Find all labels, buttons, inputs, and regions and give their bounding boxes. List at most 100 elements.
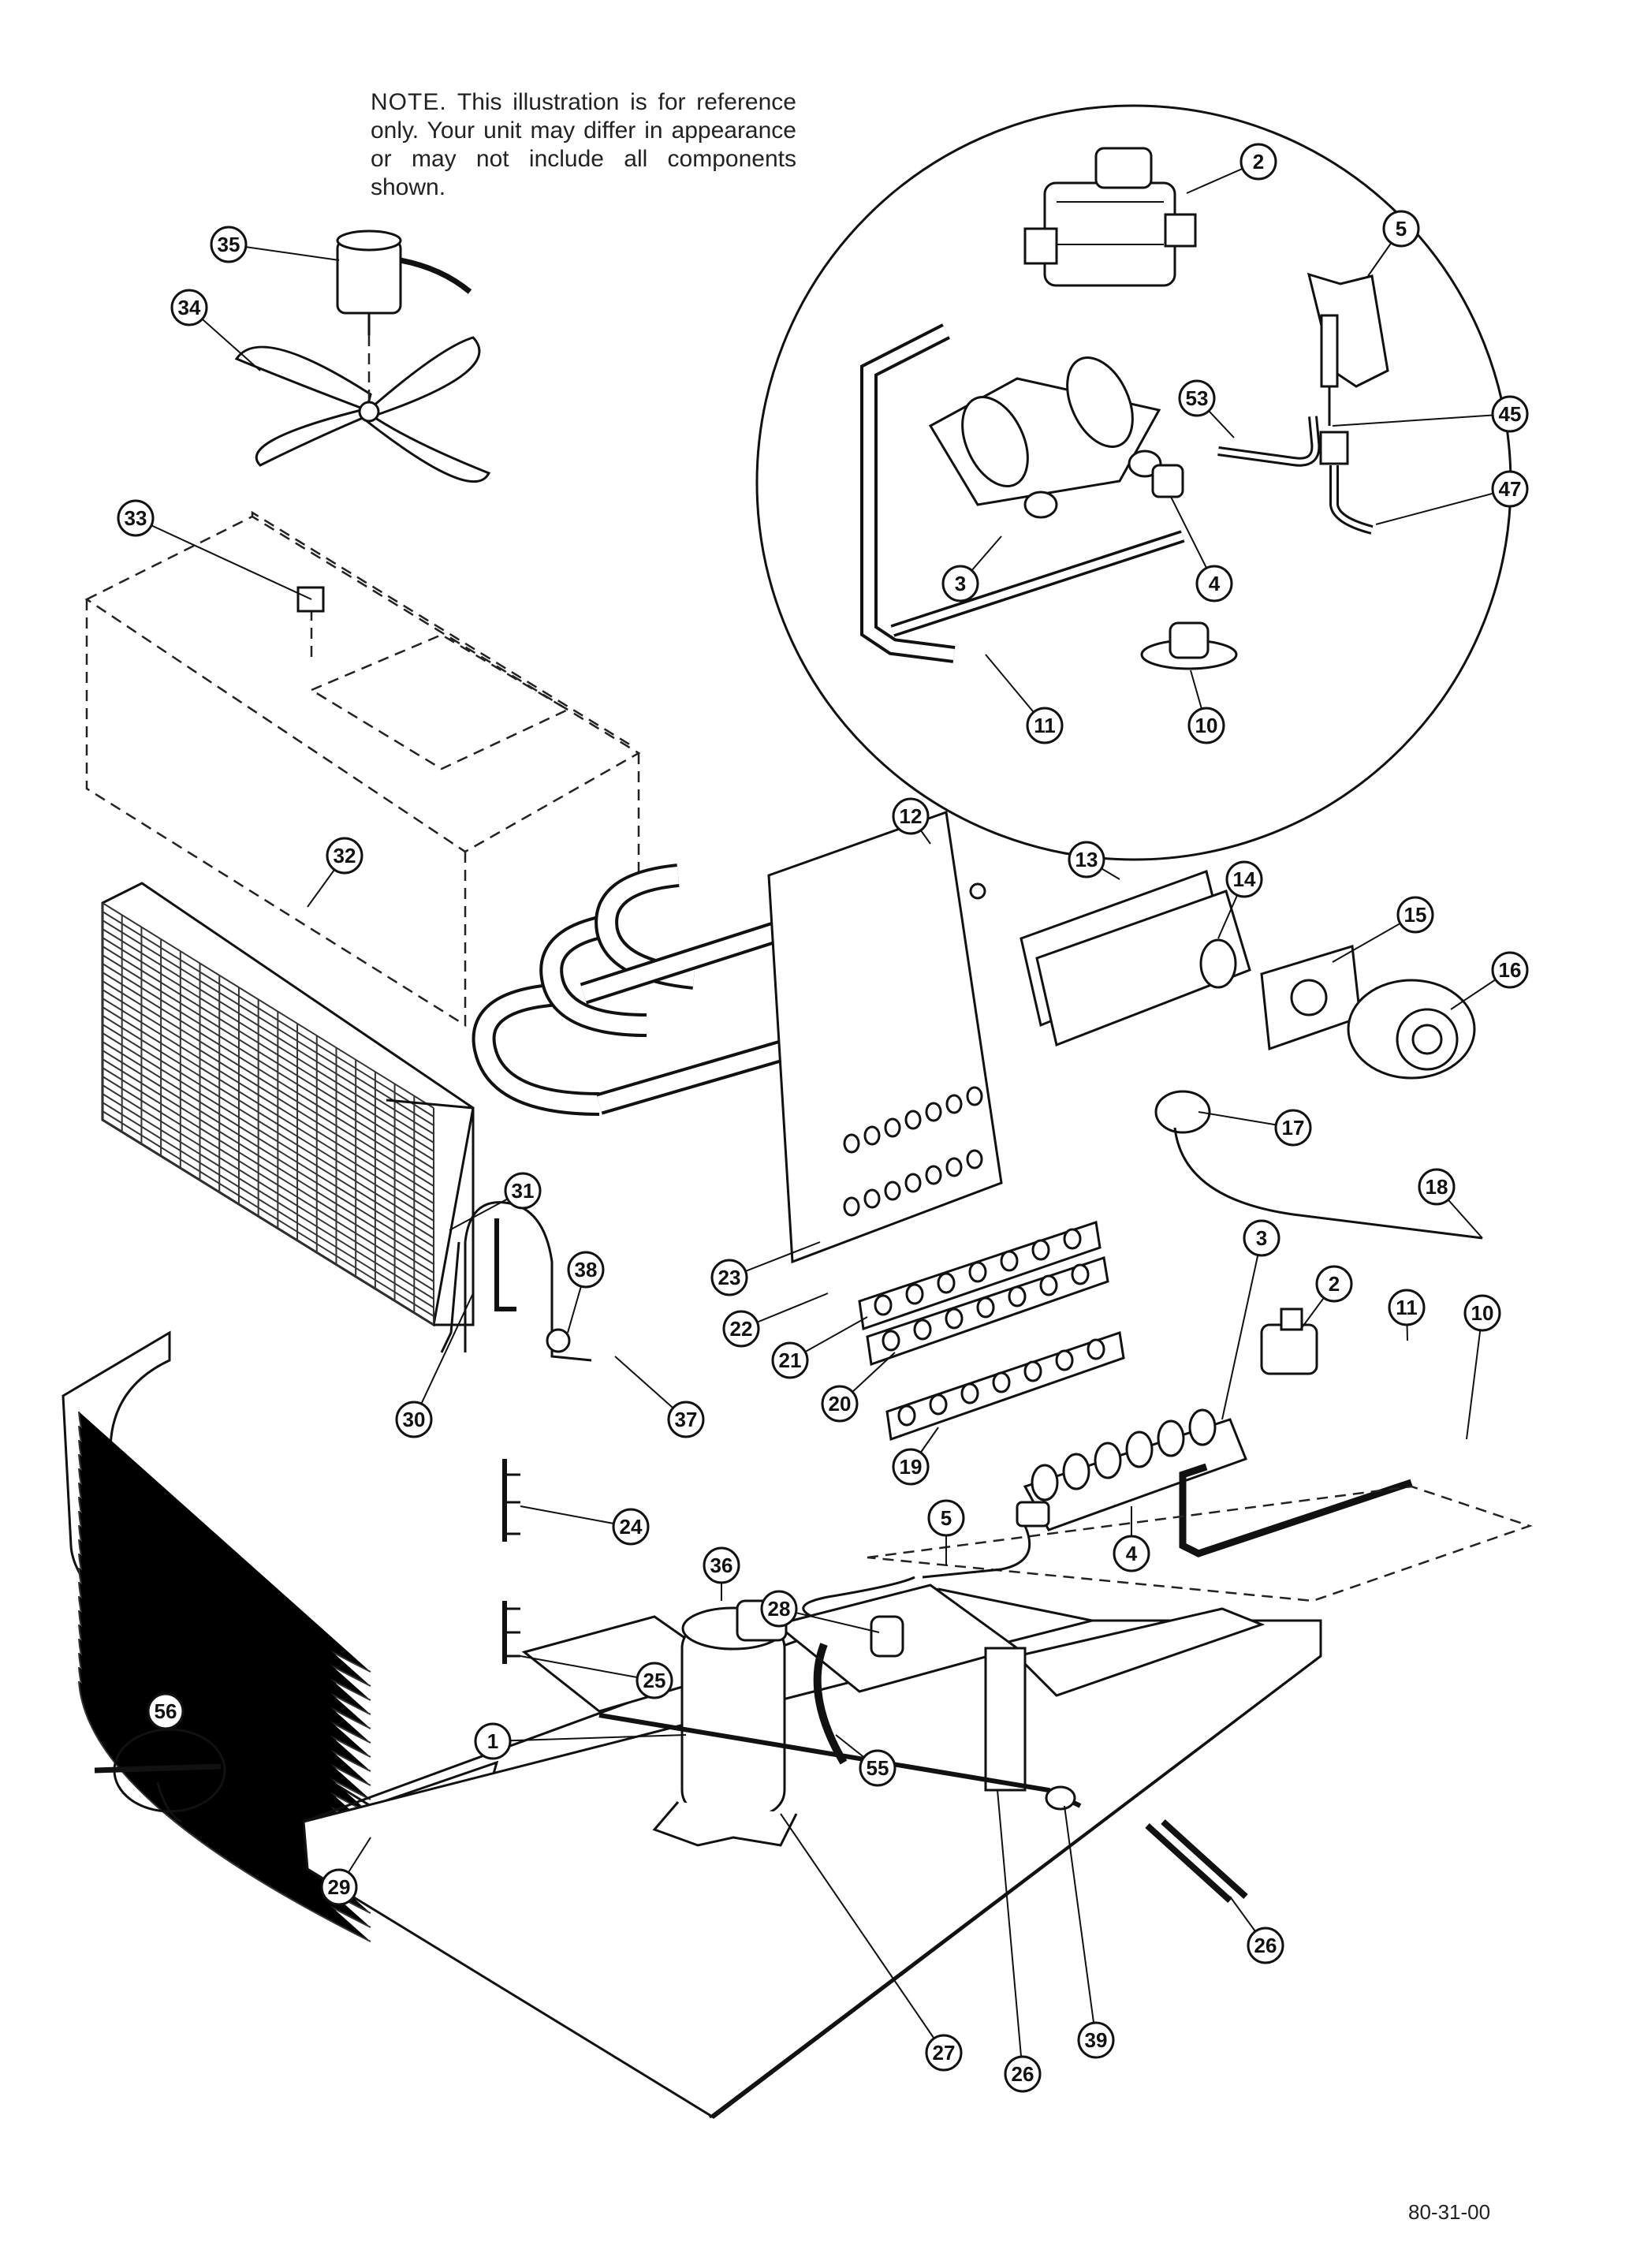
callout-21: 21: [771, 1341, 809, 1379]
leader-line-33: [135, 517, 312, 600]
callout-13: 13: [1068, 841, 1105, 878]
callout-label: 53: [1186, 386, 1209, 410]
fan-motor: [336, 229, 472, 335]
callout-16: 16: [1491, 951, 1529, 989]
leader-line-24: [520, 1505, 632, 1528]
callout-circle: [925, 2034, 963, 2072]
leader-line-30: [413, 1293, 474, 1420]
callout-label: 17: [1282, 1116, 1305, 1140]
callout-label: 36: [710, 1554, 733, 1577]
callout-56: 56: [147, 1692, 185, 1730]
leader-line-35: [228, 244, 340, 261]
leader-line-27: [780, 1813, 945, 2054]
callout-circle: [1004, 2055, 1042, 2093]
callout-label: 1: [487, 1729, 498, 1753]
callout-label: 26: [1254, 1934, 1277, 1957]
callout-2: 2: [1239, 143, 1277, 181]
callout-label: 28: [768, 1597, 791, 1621]
callout-4a: 4: [1195, 565, 1233, 602]
callout-3a: 3: [941, 565, 979, 602]
note-label: NOTE.: [371, 89, 447, 115]
callout-24: 24: [612, 1508, 650, 1546]
callout-circle: [636, 1662, 673, 1699]
orifice-detail: [1151, 464, 1184, 498]
document-number: 80-31-00: [1408, 2200, 1491, 2224]
callout-circle: [892, 797, 930, 835]
callout-label: 27: [933, 2041, 956, 2065]
callout-38: 38: [567, 1251, 605, 1289]
heat-exchanger-panel: [767, 810, 1003, 1264]
callout-label: 10: [1471, 1301, 1494, 1325]
callout-53: 53: [1178, 379, 1216, 417]
callout-circle: [771, 1341, 809, 1379]
leader-line-26a: [997, 1789, 1023, 2075]
callout-32: 32: [326, 837, 363, 875]
leader-line-1: [492, 1734, 687, 1742]
compressor: [652, 1599, 798, 1847]
callout-5b: 5: [927, 1499, 965, 1537]
callout-label: 31: [512, 1179, 535, 1203]
callout-label: 16: [1499, 958, 1522, 982]
callout-circle: [1077, 2021, 1115, 2059]
callout-label: 13: [1075, 848, 1098, 871]
callout-circle: [1225, 860, 1263, 898]
callout-label: 23: [718, 1266, 741, 1289]
callout-circle: [1315, 1265, 1353, 1303]
callout-35: 35: [210, 226, 248, 263]
heat-exchanger: [472, 864, 792, 1116]
callout-label: 38: [575, 1258, 598, 1281]
callout-label: 10: [1195, 714, 1218, 737]
callout-circle: [1187, 707, 1225, 744]
callout-circle: [117, 499, 155, 537]
callout-34: 34: [170, 289, 208, 326]
callout-label: 3: [1256, 1226, 1267, 1250]
callout-label: 55: [867, 1756, 889, 1780]
callout-31: 31: [504, 1172, 542, 1210]
reference-note: NOTE. This illustration is for reference…: [371, 88, 796, 202]
callout-circle: [1491, 951, 1529, 989]
callout-45: 45: [1491, 395, 1529, 433]
callout-label: 5: [1396, 217, 1407, 241]
callout-39: 39: [1077, 2021, 1115, 2059]
callout-19: 19: [892, 1448, 930, 1486]
callout-label: 24: [620, 1515, 643, 1539]
callout-circle: [1388, 1289, 1426, 1326]
callout-55: 55: [859, 1749, 897, 1787]
callout-circle: [210, 226, 248, 263]
callout-label: 29: [328, 1875, 351, 1899]
callout-circle: [170, 289, 208, 326]
callout-circle: [326, 837, 363, 875]
base-pan: [302, 1583, 1322, 2119]
leader-line-45: [1332, 413, 1511, 427]
callout-circle: [395, 1401, 433, 1438]
vestibule-gaskets: [1020, 870, 1251, 1047]
base-tubing: [598, 1615, 1248, 1903]
callout-label: 2: [1253, 150, 1264, 173]
callout-label: 37: [675, 1408, 698, 1431]
callout-label: 45: [1499, 402, 1522, 426]
burner-plates: [858, 1221, 1125, 1442]
pressure-switch: [1154, 1090, 1483, 1240]
callout-label: 33: [125, 506, 147, 530]
callout-label: 11: [1396, 1296, 1418, 1319]
leader-line-10b: [1466, 1312, 1483, 1440]
callout-5: 5: [1382, 210, 1420, 248]
condenser-coil: [101, 882, 475, 1327]
capillary-assembly: [440, 1201, 592, 1362]
callout-label: 47: [1499, 477, 1522, 501]
callout-11a: 11: [1026, 707, 1064, 744]
callout-23: 23: [710, 1259, 748, 1296]
pilot-assembly: [1307, 272, 1389, 426]
callout-circle: [1396, 896, 1434, 934]
callout-27: 27: [925, 2034, 963, 2072]
callout-circle: [474, 1722, 512, 1760]
callout-15: 15: [1396, 896, 1434, 934]
manifold-main: [867, 1463, 1533, 1602]
callout-2b: 2: [1315, 1265, 1353, 1303]
callout-circle: [703, 1546, 740, 1584]
note-text: This illustration is for reference only.…: [371, 89, 796, 200]
callout-label: 11: [1034, 714, 1056, 737]
callout-label: 19: [900, 1455, 923, 1479]
inducer-blower: [1347, 979, 1476, 1080]
gas-valve: [1023, 147, 1197, 287]
